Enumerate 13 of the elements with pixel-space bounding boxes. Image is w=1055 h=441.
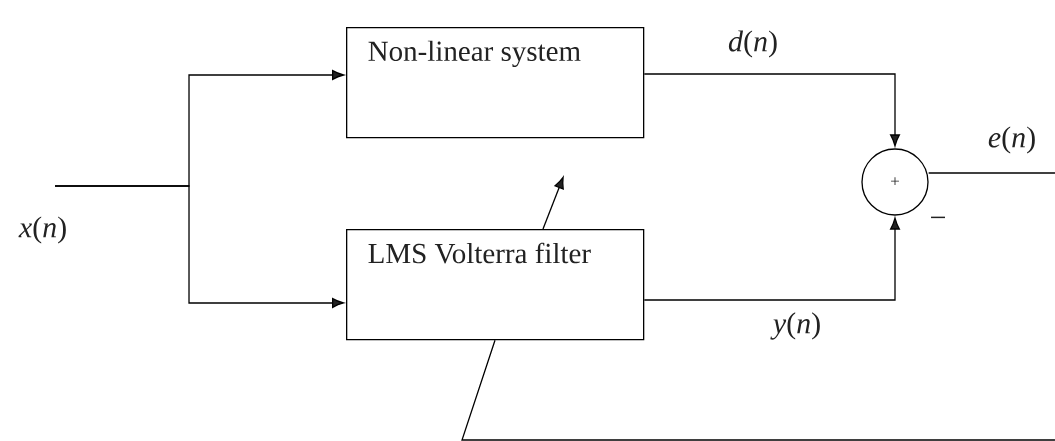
signal-label: x(n) xyxy=(18,216,66,244)
arrow xyxy=(54,185,345,308)
arrow xyxy=(643,73,900,147)
connector-line xyxy=(928,172,1055,174)
arrow xyxy=(643,217,900,301)
summing-junction: + xyxy=(861,148,929,216)
edge-label: e(n) xyxy=(988,126,1035,154)
edge-label: y(n) xyxy=(770,312,820,340)
process-box: Non-linear system xyxy=(346,27,645,139)
edge-label: d(n) xyxy=(728,30,777,58)
process-box: LMS Volterra filter xyxy=(346,229,645,341)
connector-line xyxy=(461,339,1055,441)
sign-label: − xyxy=(931,216,945,219)
